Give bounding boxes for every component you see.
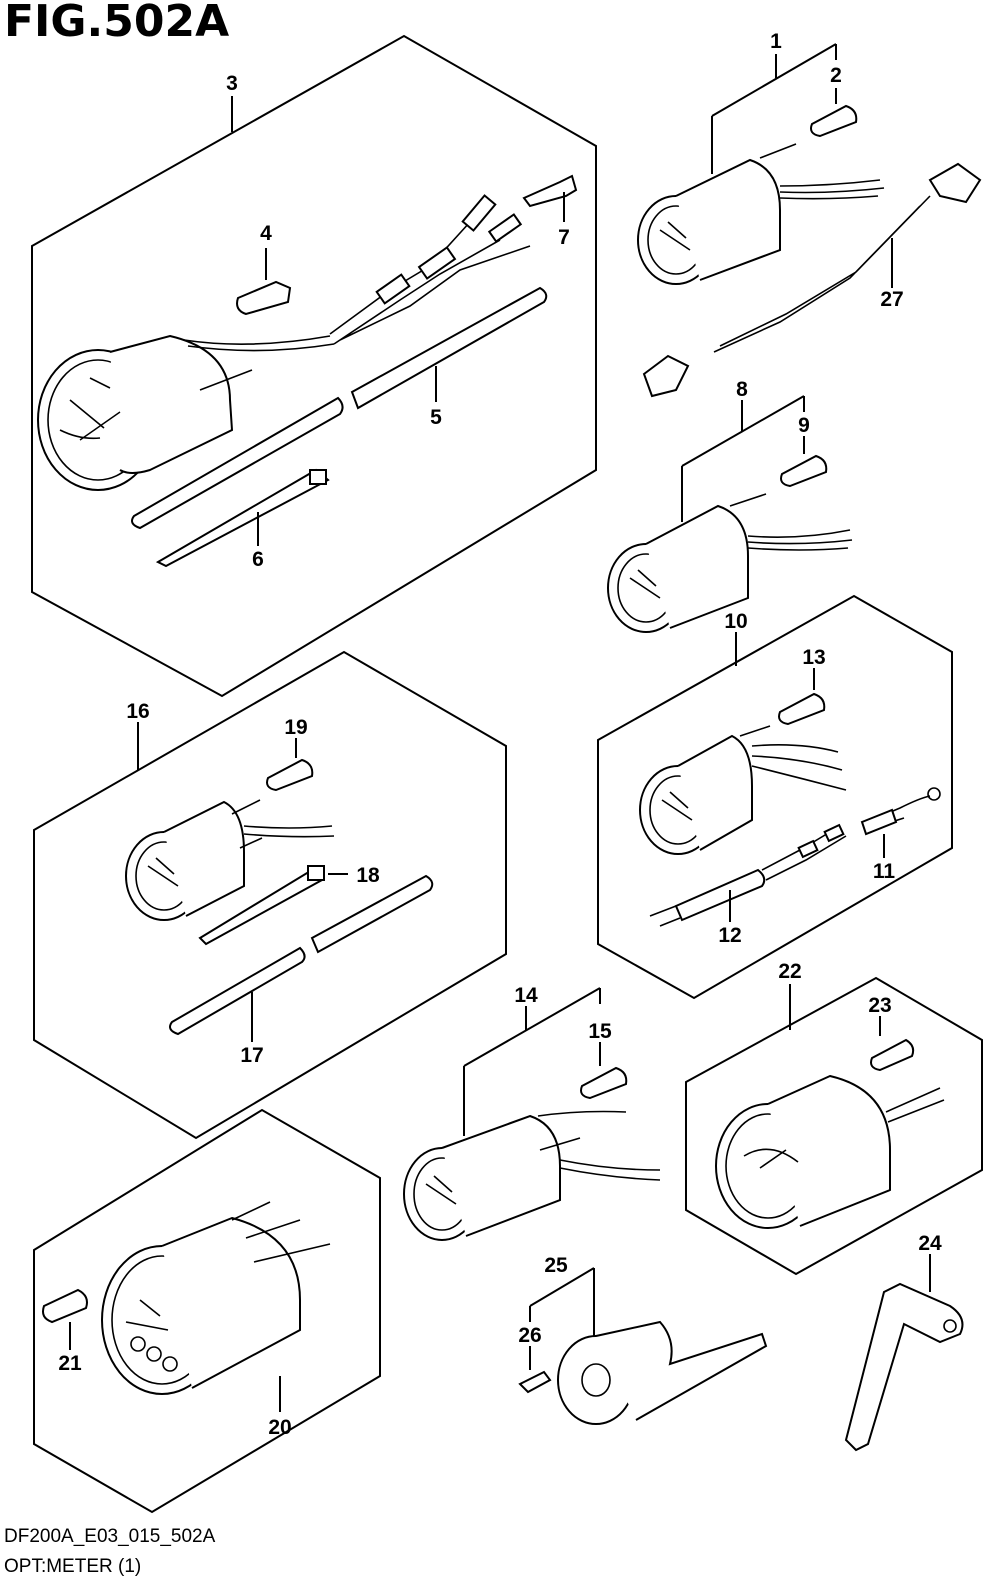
group-box-10 [597, 594, 953, 1000]
callout-13: 13 [802, 646, 825, 669]
callout-10: 10 [724, 610, 747, 633]
callout-17: 17 [240, 1044, 263, 1067]
gauge-icon-20[interactable] [101, 1201, 331, 1395]
wire-harness-icon-27[interactable] [642, 162, 982, 398]
callout-6: 6 [252, 548, 264, 571]
protective-tube-icon-17[interactable] [169, 874, 434, 1042]
gauge-icon-16[interactable] [125, 799, 335, 921]
callout-25: 25 [544, 1254, 568, 1277]
callout-1: 1 [770, 30, 782, 53]
group-bracket-25 [529, 1267, 595, 1342]
diagram-code: DF200A_E03_015_502A [4, 1526, 216, 1547]
group-box-16 [33, 650, 507, 1140]
group-bracket-1 [711, 43, 837, 174]
indicator-bulb-icon-19[interactable] [266, 738, 314, 792]
callout-24: 24 [918, 1232, 942, 1255]
group-bracket-14 [463, 987, 601, 1136]
tapping-screw-icon-26[interactable] [518, 1346, 552, 1394]
gauge-icon-14[interactable] [403, 1110, 661, 1241]
gauge-icon-10[interactable] [639, 725, 847, 855]
sender-bracket-icon-25[interactable] [557, 1320, 768, 1425]
callout-27: 27 [880, 288, 903, 311]
callout-8: 8 [736, 378, 748, 401]
group-box-20 [33, 1108, 381, 1514]
cable-tie-icon[interactable] [155, 468, 330, 568]
callout-4: 4 [260, 222, 272, 245]
callout-7: 7 [558, 226, 570, 249]
indicator-bulb-icon-21[interactable] [42, 1288, 88, 1350]
callout-26: 26 [518, 1324, 541, 1347]
callout-16: 16 [126, 700, 149, 723]
callout-20: 20 [268, 1416, 291, 1439]
callout-18: 18 [356, 864, 380, 887]
group-bracket-8 [681, 395, 805, 522]
terminal-pin-icon[interactable] [522, 174, 578, 222]
sender-arm-icon-24[interactable] [844, 1254, 964, 1452]
callout-22: 22 [778, 960, 801, 983]
group-box-22 [685, 976, 983, 1276]
callout-15: 15 [588, 1020, 612, 1043]
callout-9: 9 [798, 414, 810, 437]
callout-14: 14 [514, 984, 538, 1007]
indicator-bulb-icon-23[interactable] [870, 1016, 915, 1072]
indicator-bulb-icon-9[interactable] [780, 436, 828, 488]
gauge-icon-8[interactable] [607, 493, 853, 633]
callout-21: 21 [58, 1352, 82, 1375]
callout-5: 5 [430, 406, 442, 429]
diagram-caption: OPT:METER (1) [4, 1556, 142, 1577]
wire-harness-icon-11[interactable] [860, 787, 941, 858]
callout-11: 11 [873, 860, 896, 883]
wire-harness-icon-12[interactable] [649, 823, 847, 927]
figure-title: FIG.502A [4, 0, 230, 47]
callout-3: 3 [226, 72, 238, 95]
protective-tube-icon[interactable] [131, 286, 548, 530]
gauge-icon-22[interactable] [715, 1074, 945, 1229]
callout-2: 2 [830, 64, 842, 87]
indicator-bulb-icon[interactable] [236, 248, 292, 316]
group-box-3 [31, 34, 597, 698]
callout-23: 23 [868, 994, 891, 1017]
indicator-bulb-icon-15[interactable] [580, 1042, 628, 1100]
callout-12: 12 [718, 924, 741, 947]
tachometer-gauge-icon[interactable] [37, 194, 531, 491]
gauge-icon-1[interactable] [637, 143, 885, 285]
callout-19: 19 [284, 716, 307, 739]
cable-tie-icon-18[interactable] [198, 865, 348, 946]
indicator-bulb-icon-13[interactable] [778, 668, 826, 726]
indicator-bulb-icon-2[interactable] [810, 88, 858, 138]
